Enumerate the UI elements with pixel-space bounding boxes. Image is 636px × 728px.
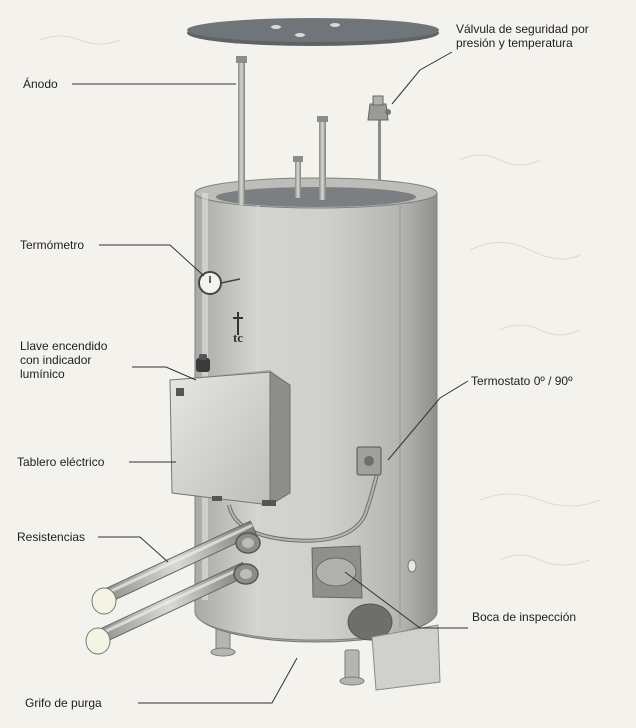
label-anodo: Ánodo [23, 77, 58, 91]
leader-llave [132, 366, 197, 381]
label-resistencias: Resistencias [17, 530, 86, 544]
leader-termostato [387, 380, 469, 461]
anode-rod [236, 56, 247, 205]
top-pipes [293, 116, 328, 200]
heating-elements [85, 520, 261, 655]
inspection-hatch [311, 545, 441, 691]
thermometer-dial [198, 271, 241, 295]
label-llave: Llave encendido con indicador lumínico [20, 339, 107, 381]
leader-valvula [391, 51, 453, 105]
safety-valve [367, 95, 391, 180]
leader-lines [72, 51, 469, 704]
tank-lid [187, 18, 439, 46]
leader-resistencias [98, 536, 169, 563]
power-switch [196, 354, 210, 372]
label-tablero: Tablero eléctrico [17, 455, 105, 469]
background-marks [39, 35, 601, 566]
label-boca: Boca de inspección [472, 610, 577, 624]
label-valvula-line-1: Válvula de seguridad por [456, 22, 589, 36]
brand-logo: tc [233, 312, 243, 345]
leader-boca [344, 571, 468, 629]
label-termostato: Termostato 0º / 90º [471, 374, 573, 388]
label-grifo: Grifo de purga [25, 696, 102, 710]
label-llave-line-1: Llave encendido [20, 339, 108, 353]
label-valvula: Válvula de seguridad por presión y tempe… [456, 22, 589, 50]
logo-text: tc [233, 330, 243, 345]
label-termometro: Termómetro [20, 238, 85, 252]
label-llave-line-2: con indicador [20, 353, 92, 367]
label-valvula-line-2: presión y temperatura [456, 36, 573, 50]
electric-panel [169, 370, 291, 506]
leader-grifo [138, 657, 298, 704]
label-llave-line-3: lumínico [20, 367, 65, 381]
tank-body [194, 177, 438, 641]
side-fitting [407, 559, 417, 573]
leader-termometro [99, 244, 205, 277]
